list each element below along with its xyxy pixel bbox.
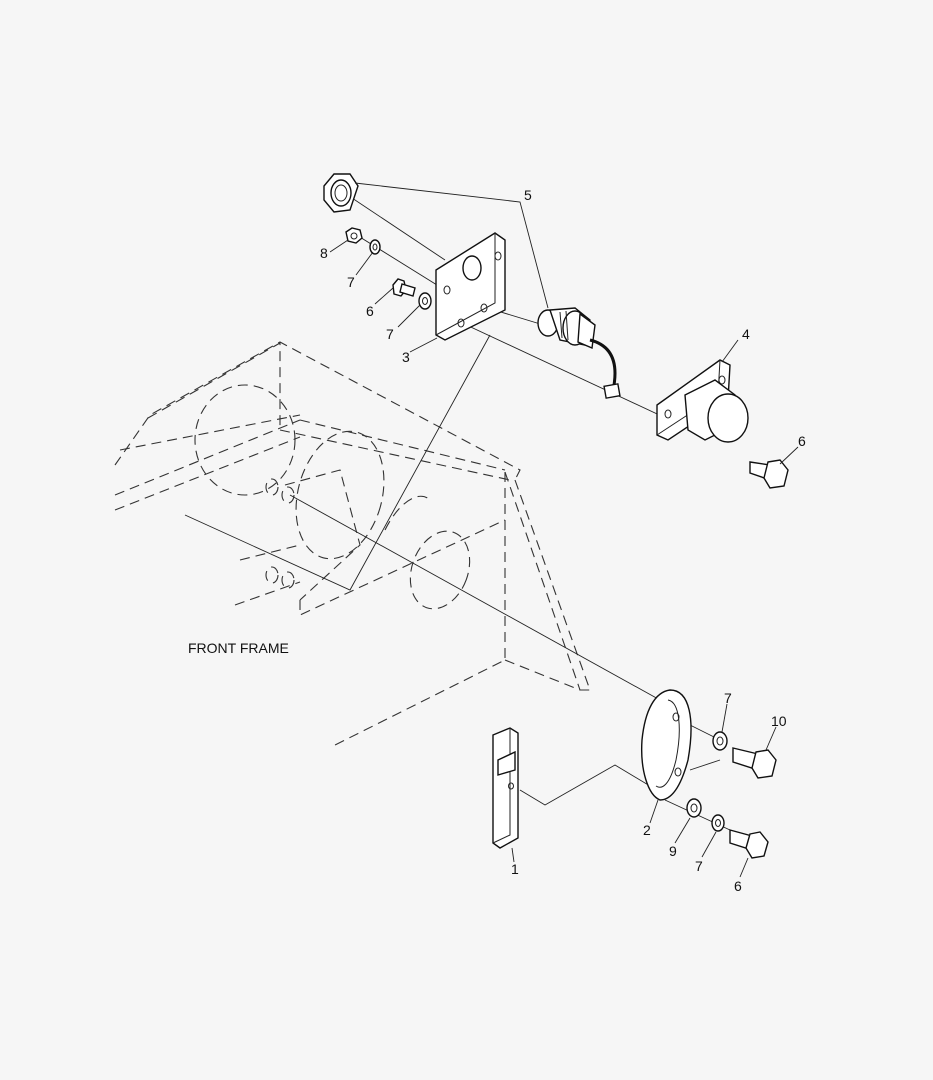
callout-7: 7 (347, 274, 355, 290)
bolt-part-6-upper (392, 278, 416, 297)
hex-nut-part-5 (323, 173, 359, 213)
callout-leaders (329, 182, 799, 878)
bolt-part-6-lower (729, 829, 769, 859)
callout-10: 10 (771, 713, 787, 729)
washer-part-7-upper (369, 239, 381, 255)
bolt-part-6-right (749, 459, 789, 489)
washer-part-9 (686, 798, 702, 818)
sensor-bracket-part-4 (656, 359, 749, 443)
bolt-part-10 (732, 747, 777, 779)
callout-9: 9 (669, 843, 677, 859)
curved-bracket-part-2 (640, 689, 692, 801)
callout-1: 1 (511, 861, 519, 877)
vertical-bracket-part-1 (492, 727, 519, 849)
callout-8: 8 (320, 245, 328, 261)
front-frame-label: FRONT FRAME (188, 640, 289, 656)
switch-body-part-5 (537, 307, 621, 399)
callout-6: 6 (798, 433, 806, 449)
washer-part-7-right-upper (712, 731, 728, 751)
callout-5: 5 (524, 187, 532, 203)
mounting-plate-part-3 (435, 232, 506, 341)
callout-4: 4 (742, 326, 750, 342)
washer-part-7-middle (418, 292, 432, 310)
callout-7: 7 (695, 858, 703, 874)
small-nut-part-8 (345, 227, 363, 244)
callout-6: 6 (366, 303, 374, 319)
callout-7: 7 (724, 690, 732, 706)
callout-6: 6 (734, 878, 742, 894)
frame-leader-line (184, 334, 491, 591)
callout-7: 7 (386, 326, 394, 342)
callout-3: 3 (402, 349, 410, 365)
callout-2: 2 (643, 822, 651, 838)
front-frame-outline (114, 341, 591, 746)
washer-part-7-right-lower (711, 814, 725, 832)
